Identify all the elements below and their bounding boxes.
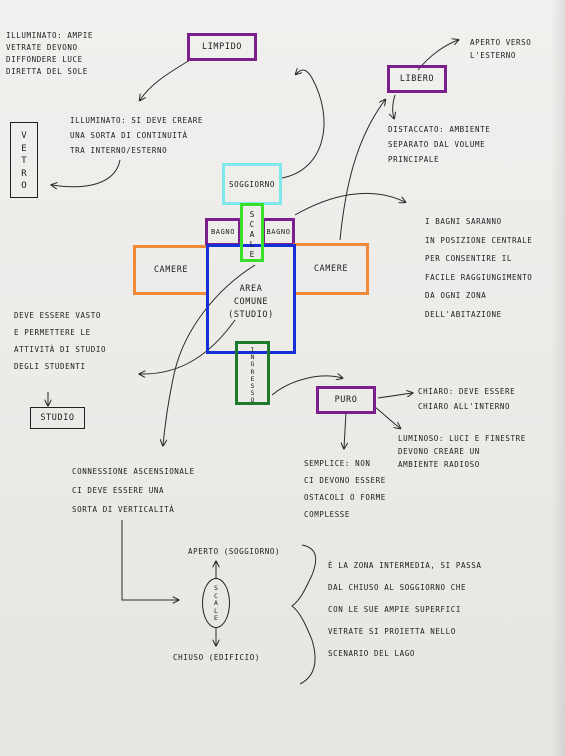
note-illuminato-top: ILLUMINATO: AMPIE VETRATE DEVONO DIFFOND… bbox=[6, 31, 93, 76]
vetro-letter: V bbox=[21, 131, 27, 141]
camere-left-label: CAMERE bbox=[153, 265, 189, 275]
arrow-puro-to-luminoso bbox=[374, 406, 400, 428]
note-connessione: CONNESSIONE ASCENSIONALE CI DEVE ESSERE … bbox=[72, 467, 195, 514]
scale-letter: A bbox=[249, 230, 255, 239]
ingresso-letter: S bbox=[250, 389, 255, 398]
area-comune-box: AREA COMUNE (STUDIO) bbox=[206, 244, 296, 354]
vetro-letter: E bbox=[21, 143, 27, 154]
libero-box: LIBERO bbox=[387, 65, 447, 93]
ingresso-letter: S bbox=[250, 382, 255, 391]
limpido-box: LIMPIDO bbox=[187, 33, 257, 61]
note-aperto-soggiorno: APERTO (SOGGIORNO) bbox=[188, 547, 281, 556]
curly-brace bbox=[291, 544, 317, 685]
camere-left-box: CAMERE bbox=[133, 245, 209, 295]
area-comune-label: AREA COMUNE (STUDIO) bbox=[228, 283, 274, 320]
arrow-puro-to-semplice bbox=[344, 411, 346, 448]
puro-label: PURO bbox=[334, 395, 358, 405]
scale-bottom-letter: A bbox=[214, 599, 218, 607]
ingresso-letter: I bbox=[250, 346, 255, 354]
studio-label: STUDIO bbox=[40, 413, 75, 423]
note-illuminato-mid: ILLUMINATO: SI DEVE CREARE UNA SORTA DI … bbox=[70, 116, 203, 155]
libero-label: LIBERO bbox=[399, 74, 435, 84]
ingresso-letter: G bbox=[250, 360, 255, 369]
arrow-area-to-studio-note bbox=[140, 319, 236, 374]
scale-letter: C bbox=[249, 220, 255, 229]
limpido-label: LIMPIDO bbox=[201, 42, 243, 52]
arrow-camere-to-libero bbox=[339, 100, 385, 241]
ingresso-letter: E bbox=[250, 374, 255, 383]
bagno-left-label: BAGNO bbox=[210, 228, 236, 236]
scale-bottom-letter: E bbox=[214, 614, 218, 622]
scale-bottom-letter: C bbox=[214, 591, 218, 600]
scale-bottom-letter: S bbox=[214, 584, 218, 592]
scale-bottom-oval: S C A L E bbox=[202, 578, 230, 628]
scale-box: S C A L E bbox=[240, 203, 264, 262]
bagno-left-box: BAGNO bbox=[205, 218, 241, 246]
ingresso-letter: R bbox=[250, 367, 255, 376]
scale-letter: S bbox=[249, 210, 255, 219]
note-semplice: SEMPLICE: NON CI DEVONO ESSERE OSTACOLI … bbox=[304, 459, 386, 519]
note-chiaro: CHIARO: DEVE ESSERE CHIARO ALL'INTERNO bbox=[418, 387, 516, 411]
note-aperto-verso: APERTO VERSO L'ESTERNO bbox=[470, 38, 532, 60]
camere-right-box: CAMERE bbox=[293, 243, 369, 295]
camere-right-label: CAMERE bbox=[313, 264, 349, 274]
arrow-limpido-to-illuminato bbox=[140, 59, 191, 100]
arrow-soggiorno-to-limpido bbox=[281, 70, 325, 179]
note-zona-intermedia: È LA ZONA INTERMEDIA, SI PASSA DAL CHIUS… bbox=[328, 561, 482, 658]
scale-bottom-letter: L bbox=[214, 606, 218, 615]
soggiorno-label: SOGGIORNO bbox=[228, 179, 276, 189]
arrow-ingresso-to-puro bbox=[271, 376, 342, 396]
ingresso-box: I N G R E S S O bbox=[235, 341, 270, 405]
bagno-right-label: BAGNO bbox=[266, 228, 291, 236]
note-luminoso: LUMINOSO: LUCI E FINESTRE DEVONO CREARE … bbox=[398, 434, 526, 469]
ingresso-letter: O bbox=[250, 396, 255, 405]
arrow-connessione-to-scale bbox=[121, 520, 178, 600]
scale-letter: L bbox=[249, 240, 255, 249]
ingresso-letter: N bbox=[250, 353, 255, 362]
vetro-box: V E T R O bbox=[10, 122, 38, 198]
note-bagni: I BAGNI SARANNO IN POSIZIONE CENTRALE PE… bbox=[425, 217, 533, 319]
scale-letter: E bbox=[249, 250, 255, 259]
arrow-puro-to-chiaro bbox=[377, 393, 412, 399]
arrow-libero-to-distaccato bbox=[393, 94, 395, 118]
studio-box: STUDIO bbox=[30, 407, 85, 429]
vetro-letter: R bbox=[21, 168, 27, 179]
note-chiuso-edificio: CHIUSO (EDIFICIO) bbox=[173, 653, 260, 662]
note-distaccato: DISTACCATO: AMBIENTE SEPARATO DAL VOLUME… bbox=[388, 125, 491, 164]
arrow-illuminato-to-vetro bbox=[52, 159, 121, 187]
soggiorno-box: SOGGIORNO bbox=[222, 163, 282, 205]
arrow-bagno-to-note bbox=[294, 192, 405, 216]
arrow-scale-to-connessione bbox=[163, 264, 256, 445]
bagno-right-box: BAGNO bbox=[262, 218, 295, 246]
puro-box: PURO bbox=[316, 386, 376, 414]
vetro-letter: O bbox=[21, 181, 27, 191]
note-deve-essere: DEVE ESSERE VASTO E PERMETTERE LE ATTIVI… bbox=[14, 311, 107, 371]
vetro-letter: T bbox=[21, 156, 27, 166]
